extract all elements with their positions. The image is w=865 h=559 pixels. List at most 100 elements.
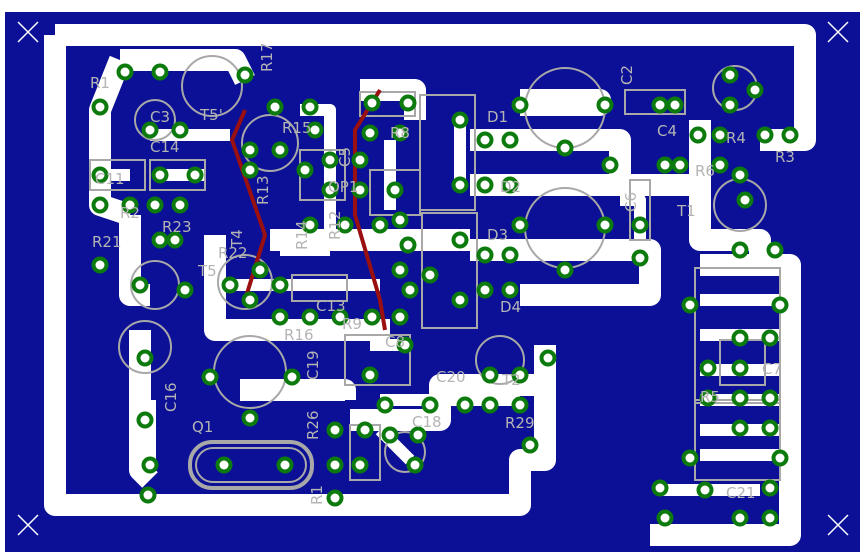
drill-126 (485, 400, 495, 410)
label-C6: C6 (622, 192, 640, 212)
label-OP1: OP1 (328, 178, 358, 196)
drill-56 (375, 220, 385, 230)
drill-111 (145, 460, 155, 470)
drill-132 (330, 460, 340, 470)
drill-81 (275, 280, 285, 290)
drill-118 (330, 425, 340, 435)
drill-87 (405, 285, 415, 295)
drill-93 (765, 333, 775, 343)
drill-108 (765, 513, 775, 523)
fiducial-2 (17, 514, 39, 536)
drill-57 (403, 240, 413, 250)
trace-16 (689, 120, 725, 251)
label-R4: R4 (726, 129, 746, 147)
label-D3: D3 (487, 226, 508, 244)
drill-11 (275, 145, 285, 155)
drill-79 (255, 265, 265, 275)
drill-134 (355, 460, 365, 470)
trace-13 (129, 330, 158, 488)
drill-49 (300, 165, 310, 175)
drill-14 (355, 155, 365, 165)
drill-52 (390, 185, 400, 195)
label-C19: C19 (304, 350, 322, 380)
trace-2 (650, 254, 801, 546)
label-R21: R21 (92, 233, 122, 251)
drill-99 (735, 423, 745, 433)
drill-127 (515, 400, 525, 410)
drill-58 (455, 235, 465, 245)
drill-103 (700, 485, 710, 495)
label-R17: R17 (258, 42, 276, 72)
label-Q1: Q1 (192, 418, 213, 436)
drill-0 (95, 102, 105, 112)
label-R6: R6 (695, 162, 715, 180)
drill-29 (455, 115, 465, 125)
silk-box-10 (624, 89, 686, 115)
drill-74 (155, 235, 165, 245)
label-R29: R29 (505, 414, 535, 432)
drill-15 (365, 128, 375, 138)
drill-7 (403, 98, 413, 108)
drill-2 (155, 67, 165, 77)
drill-53 (395, 215, 405, 225)
drill-91 (775, 300, 785, 310)
drill-130 (485, 370, 495, 380)
drill-129 (543, 353, 553, 363)
label-R26: R26 (304, 410, 322, 440)
drill-1 (120, 67, 130, 77)
drill-12 (310, 125, 320, 135)
drill-18 (600, 100, 610, 110)
label-C2: C2 (618, 65, 636, 85)
label-C3: C3 (150, 108, 170, 126)
drill-9 (175, 125, 185, 135)
label-D4: D4 (500, 298, 521, 316)
drill-47 (175, 200, 185, 210)
drill-3 (240, 70, 250, 80)
drill-60 (480, 250, 490, 260)
crystal-inner (195, 447, 307, 483)
drill-73 (95, 260, 105, 270)
trace-1 (44, 35, 556, 516)
drill-63 (505, 285, 515, 295)
drill-70 (635, 220, 645, 230)
drill-72 (770, 245, 780, 255)
label-T5p: T5' (199, 106, 223, 124)
fiducial-marks (17, 21, 849, 536)
drill-80 (245, 295, 255, 305)
trace-6 (520, 89, 611, 116)
drill-68 (560, 265, 570, 275)
drill-121 (410, 460, 420, 470)
label-C4: C4 (657, 122, 677, 140)
drill-96 (703, 393, 713, 403)
drill-67 (600, 220, 610, 230)
silk-outline-11 (384, 431, 426, 473)
drill-122 (413, 430, 423, 440)
drill-123 (380, 400, 390, 410)
label-R23: R23 (162, 218, 192, 236)
drill-13 (325, 155, 335, 165)
label-C5: C5 (336, 147, 354, 167)
silk-outline-10 (475, 335, 525, 385)
drill-28 (785, 130, 795, 140)
drill-71 (735, 245, 745, 255)
label-R15: R15 (282, 119, 312, 137)
drill-6 (367, 98, 377, 108)
label-R9: R9 (342, 315, 362, 333)
drill-40 (740, 195, 750, 205)
drill-38 (715, 160, 725, 170)
silk-outline-7 (241, 114, 299, 172)
drill-82 (275, 312, 285, 322)
drill-35 (605, 160, 615, 170)
silk-box-7 (89, 159, 146, 191)
drill-119 (360, 425, 370, 435)
drill-100 (765, 423, 775, 433)
label-R1b: R1 (308, 485, 326, 505)
trace-12 (470, 239, 661, 306)
fiducial-0 (17, 21, 39, 43)
drill-104 (765, 483, 775, 493)
label-R3: R3 (775, 148, 795, 166)
silk-box-8 (149, 159, 206, 191)
drill-83 (305, 312, 315, 322)
drill-106 (660, 513, 670, 523)
silk-box-0 (419, 94, 476, 211)
